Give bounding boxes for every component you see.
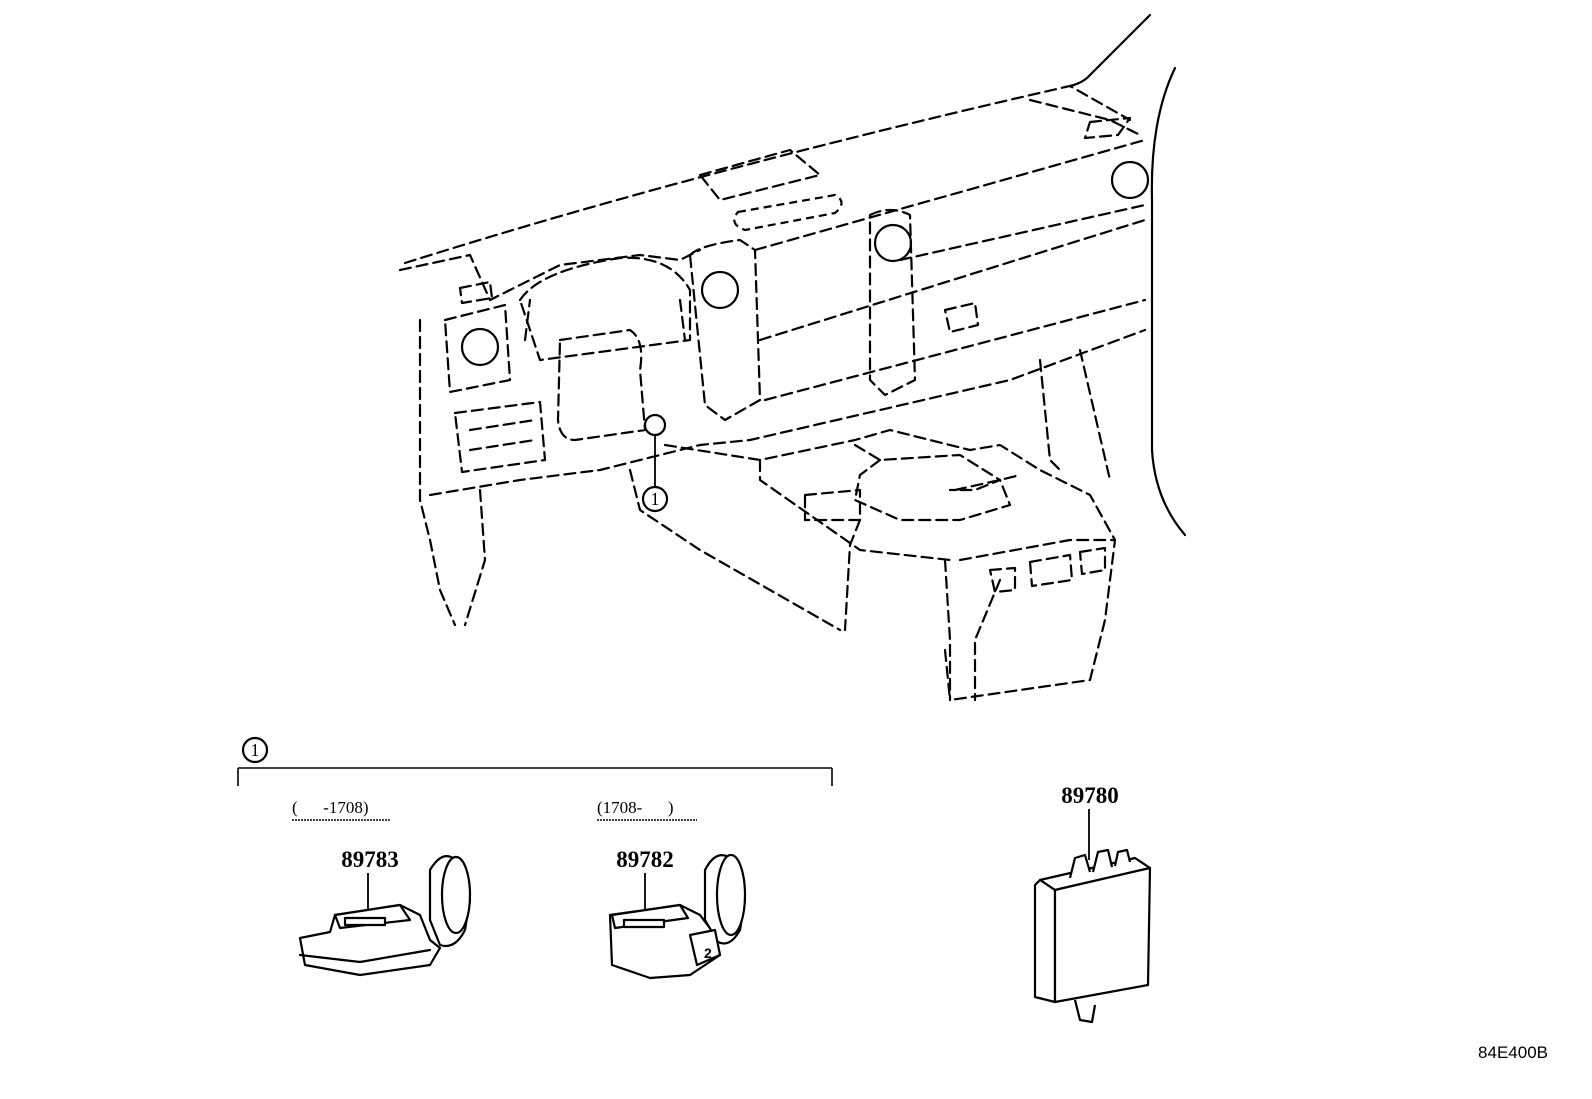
group-callout-number: 1 [251,740,260,760]
part-number-89782: 89782 [616,847,674,872]
callout-number-dash: 1 [651,489,660,509]
svg-text:2: 2 [704,945,712,961]
callout-circle-dash [641,485,669,513]
date-range-89782: (1708- ) [597,798,673,817]
part-89783[interactable]: ( -1708) 89783 [292,798,472,977]
diagram-code: 84E400B [1478,1043,1548,1062]
part-number-89780: 89780 [1061,783,1119,808]
dashboard-illustration: 1 [398,13,1187,702]
part-group-bracket: 1 [237,736,833,786]
part-number-89783: 89783 [341,847,399,872]
part-89780[interactable]: 89780 [1033,783,1152,1024]
mounting-location-marker [643,413,667,437]
part-89782[interactable]: (1708- ) 89782 2 [597,798,747,980]
date-range-89783: ( -1708) [292,798,368,817]
